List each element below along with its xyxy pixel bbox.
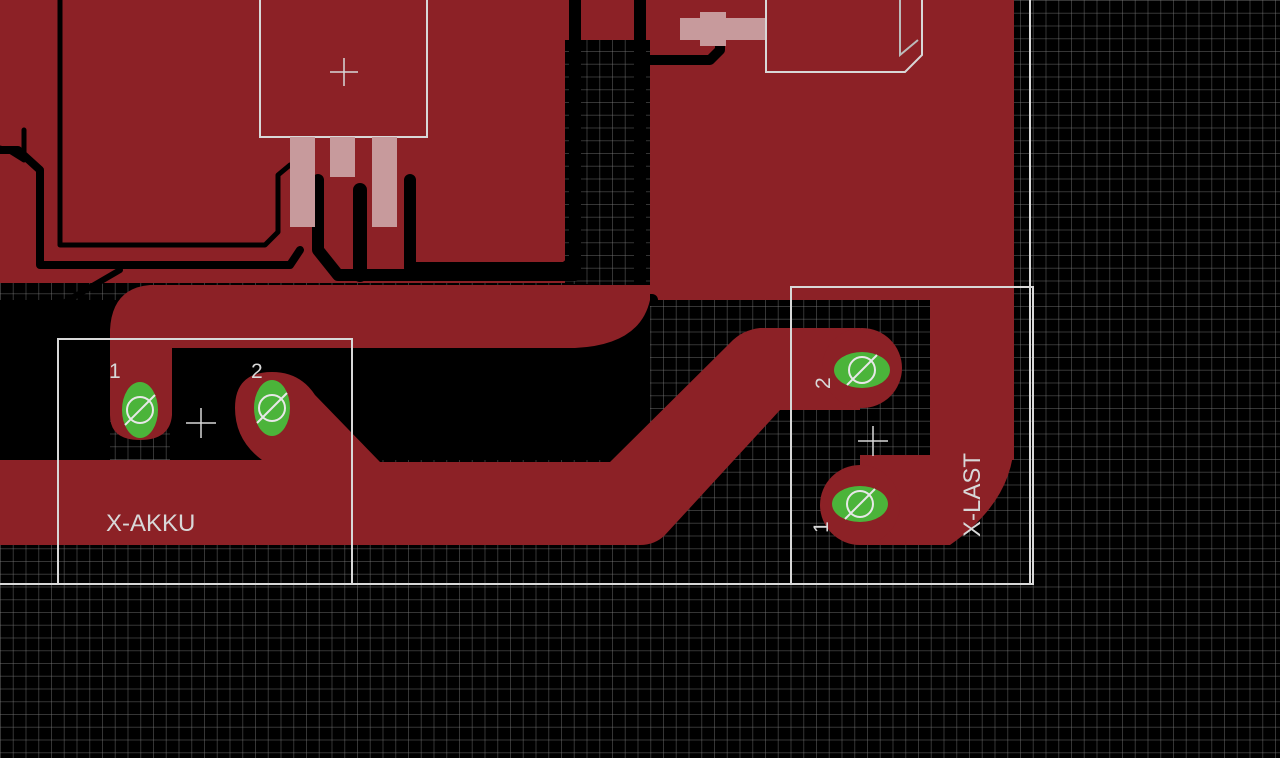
x-last-label: X-LAST	[959, 453, 986, 537]
copper-pour[interactable]	[0, 0, 1014, 545]
x-last-pad-1[interactable]	[832, 486, 888, 522]
origin-crosses	[186, 58, 888, 456]
x-akku-pad-1[interactable]	[122, 382, 158, 438]
x-last-pin-1-number: 1	[810, 521, 833, 533]
x-akku-pin-1-number: 1	[109, 360, 121, 383]
regulator-pads[interactable]	[290, 12, 765, 227]
x-akku-pin-2-number: 2	[251, 360, 263, 383]
x-akku-label: X-AKKU	[106, 510, 195, 537]
x-akku-pad-2[interactable]	[254, 380, 290, 436]
x-last-pin-2-number: 2	[812, 377, 835, 389]
x-last-pad-2[interactable]	[834, 352, 890, 388]
